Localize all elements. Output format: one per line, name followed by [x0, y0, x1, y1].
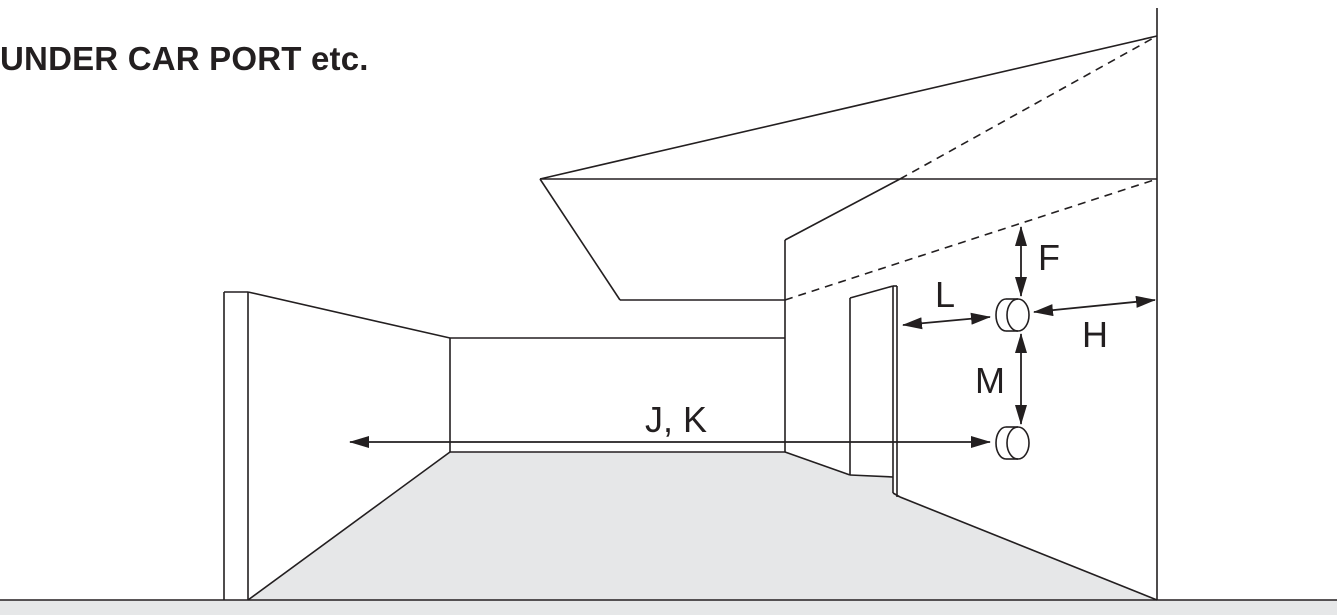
page-title: UNDER CAR PORT etc. [0, 40, 369, 77]
label-l: L [935, 274, 955, 315]
left-wall [247, 291, 451, 601]
carport-roof [539, 35, 1158, 301]
floor-area [0, 452, 1337, 615]
label-h: H [1082, 314, 1108, 355]
label-f: F [1038, 237, 1060, 278]
label-jk: J, K [645, 399, 707, 440]
back-wall [450, 337, 785, 453]
dimension-arrow-h [1033, 295, 1156, 317]
door [849, 285, 901, 498]
lower-device-icon [995, 426, 1030, 460]
upper-device-icon [995, 298, 1030, 332]
right-wall [784, 240, 1158, 601]
label-m: M [975, 360, 1005, 401]
left-post [223, 291, 249, 600]
dimension-arrow-l [902, 312, 991, 330]
